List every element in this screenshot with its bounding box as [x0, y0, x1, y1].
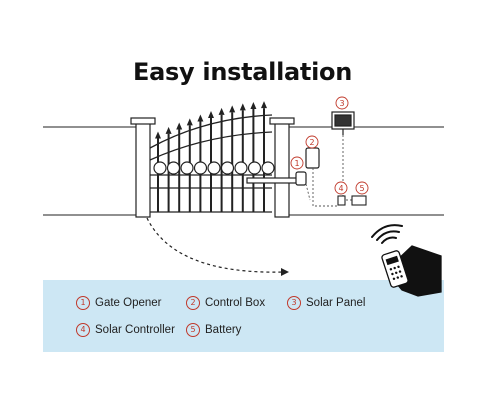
remote-control-hand-icon — [381, 245, 442, 297]
callout-number: 5 — [359, 184, 364, 193]
callout-circle — [305, 135, 319, 149]
legend-number: 1 — [76, 296, 90, 310]
gate-ring — [193, 161, 208, 175]
gate-spike — [155, 131, 161, 139]
callout-number: 1 — [294, 159, 299, 168]
callout-circle — [355, 181, 369, 195]
gate-ring — [234, 161, 248, 175]
callout-number: 3 — [339, 99, 344, 108]
legend-item-control-box: 2 Control Box — [186, 296, 265, 310]
gate-spike — [250, 101, 257, 109]
gate-rings — [153, 161, 275, 175]
gate-ring — [207, 161, 221, 175]
legend-number: 5 — [186, 323, 200, 337]
legend-label: Battery — [205, 324, 242, 336]
callout-markers: 1 2 3 4 5 — [290, 96, 369, 195]
left-pillar — [130, 117, 156, 218]
gate-opener — [246, 171, 307, 186]
gate-spike — [186, 118, 193, 126]
callout-circle — [290, 156, 304, 170]
gate-spike — [229, 105, 236, 113]
solar-panel — [331, 111, 355, 135]
right-pillar — [269, 117, 295, 218]
callout-number: 4 — [338, 184, 343, 193]
page-title: Easy installation — [133, 58, 352, 86]
legend-item-gate-opener: 1 Gate Opener — [76, 296, 161, 310]
legend-label: Solar Controller — [95, 324, 175, 336]
legend-item-battery: 5 Battery — [186, 323, 241, 337]
gate-ring — [220, 161, 235, 175]
legend-label: Solar Panel — [306, 297, 366, 309]
legend-number: 2 — [186, 296, 200, 310]
callout-circle — [334, 181, 348, 195]
gate-spike — [197, 114, 204, 122]
gate-spike — [176, 122, 183, 130]
gate-ring — [166, 161, 181, 175]
legend-label: Control Box — [205, 297, 266, 309]
gate-spike — [239, 103, 246, 111]
solar-controller — [337, 195, 346, 206]
control-box — [305, 147, 320, 169]
gate-ring — [153, 161, 167, 175]
wall-lines — [43, 126, 444, 216]
legend-number: 4 — [76, 323, 90, 337]
swing-path — [146, 217, 286, 273]
legend-number: 3 — [287, 296, 301, 310]
gate-ring — [261, 161, 275, 175]
swing-arrow-head — [281, 268, 289, 276]
gate-spike — [261, 101, 267, 109]
gate-spike — [165, 126, 172, 134]
battery — [351, 195, 367, 206]
gate-bars — [155, 101, 267, 212]
legend-item-solar-panel: 3 Solar Panel — [287, 296, 365, 310]
gate-spike — [218, 107, 225, 115]
callout-circle — [335, 96, 349, 110]
legend-item-solar-controller: 4 Solar Controller — [76, 323, 175, 337]
wireless-signal-icon — [371, 224, 403, 244]
callout-number: 2 — [309, 138, 314, 147]
gate-ring — [247, 161, 262, 175]
gate-spike — [208, 110, 214, 118]
legend-panel — [43, 280, 444, 352]
gate-ring — [180, 161, 194, 175]
legend-label: Gate Opener — [95, 297, 162, 309]
